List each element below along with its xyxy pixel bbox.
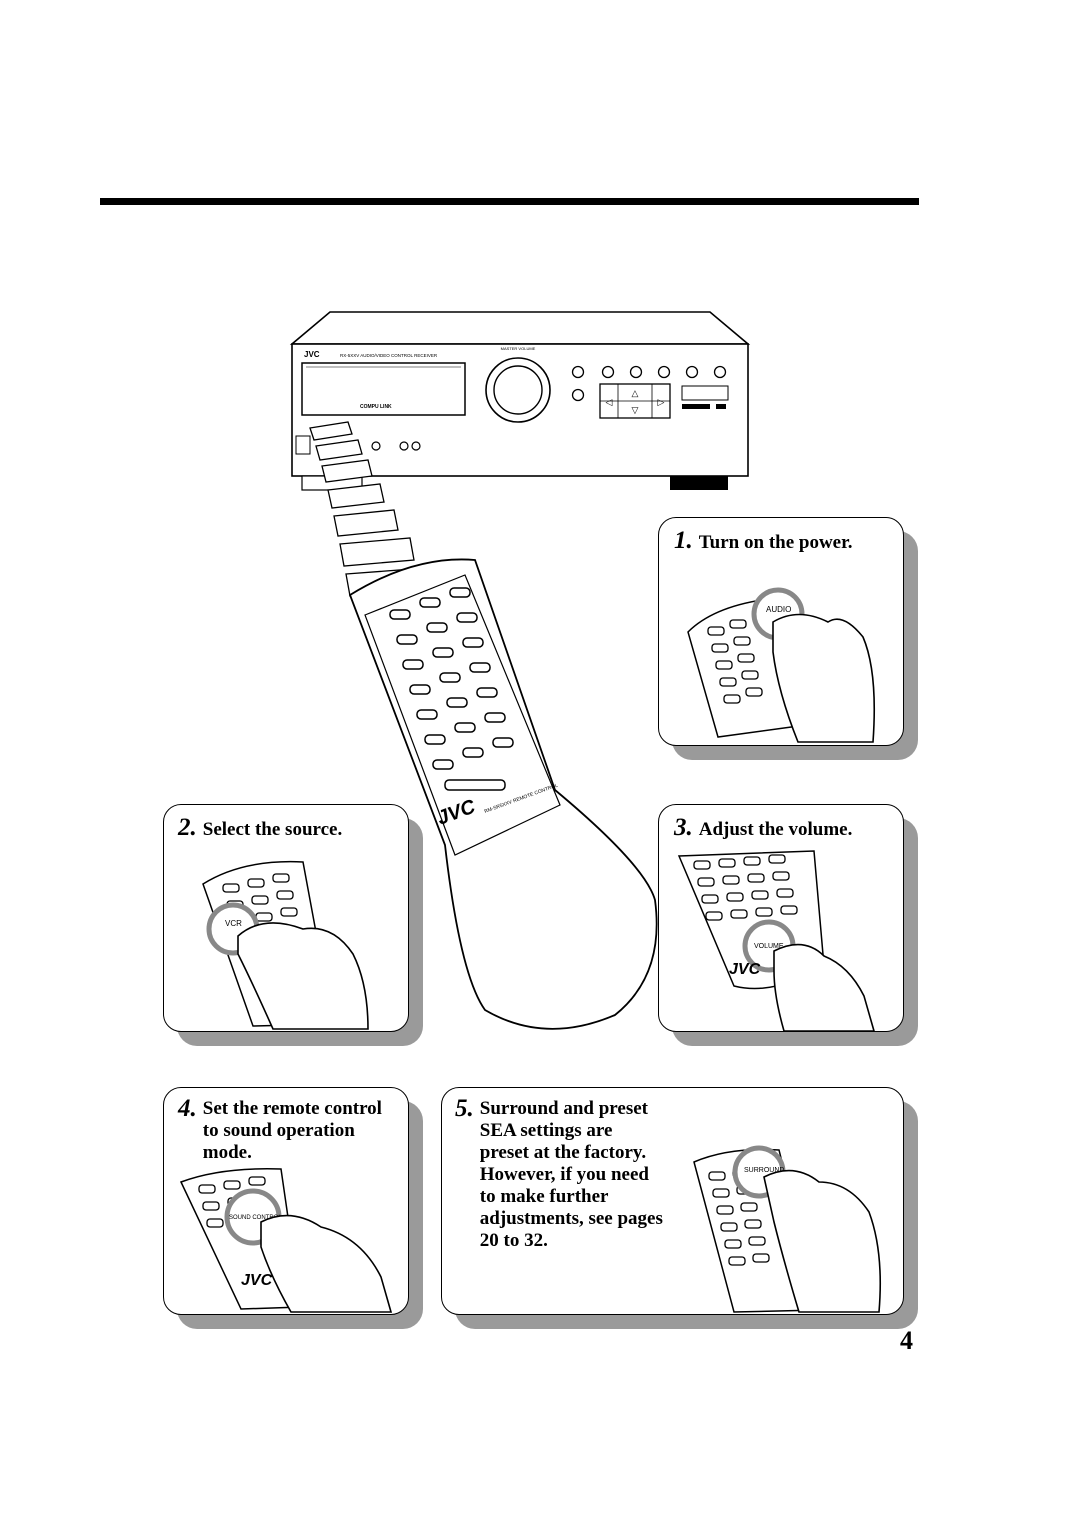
step-3-remote-brand: JVC bbox=[729, 961, 761, 978]
svg-text:◁: ◁ bbox=[606, 397, 613, 407]
step-4-remote-brand: JVC bbox=[241, 1272, 273, 1289]
step-4-number: 4. bbox=[178, 1095, 197, 1122]
step-4-text: Set the remote control to sound operatio… bbox=[202, 1098, 382, 1163]
step-2-number: 2. bbox=[178, 814, 197, 841]
hand-pressing-volume-illustration: VOLUME JVC bbox=[677, 850, 876, 1032]
step-2-panel: 2.Select the source. VCR bbox=[163, 804, 423, 1046]
step-1-text: Turn on the power. bbox=[698, 532, 853, 553]
step-2-text: Select the source. bbox=[202, 819, 343, 840]
header-rule bbox=[100, 198, 919, 205]
callout-volume: VOLUME bbox=[754, 943, 784, 950]
step-3-panel: 3.Adjust the volume. VOLUME JVC bbox=[658, 804, 918, 1046]
hand-pressing-audio-illustration: AUDIO bbox=[687, 587, 876, 743]
step-1-panel: 1.Turn on the power. AUDIO bbox=[658, 517, 918, 760]
svg-text:▷: ▷ bbox=[658, 397, 665, 407]
receiver-model: RX-5XXV AUDIO/VIDEO CONTROL RECEIVER bbox=[340, 353, 438, 358]
step-3-text: Adjust the volume. bbox=[698, 819, 853, 840]
remote-control-illustration: JVC RM-SR5XXV REMOTE CONTROL bbox=[348, 558, 658, 1030]
receiver-compulink: COMPU LINK bbox=[360, 404, 392, 410]
step-5-number: 5. bbox=[455, 1095, 474, 1122]
callout-audio: AUDIO bbox=[766, 605, 791, 614]
hand-pressing-vcr-illustration: VCR bbox=[202, 860, 369, 1030]
svg-text:▽: ▽ bbox=[632, 405, 639, 415]
step-5-text: Surround and preset SEA settings are pre… bbox=[479, 1098, 663, 1251]
page-number: 4 bbox=[900, 1326, 913, 1355]
callout-surround: SURROUND bbox=[744, 1167, 784, 1174]
callout-vcr: VCR bbox=[225, 919, 242, 928]
svg-text:△: △ bbox=[632, 388, 639, 398]
ir-signal-beam bbox=[309, 421, 431, 597]
receiver-illustration: △ ▽ ◁ ▷ JVC RX-5XXV AUDIO/VIDEO CONTROL … bbox=[289, 311, 751, 491]
step-3-number: 3. bbox=[674, 814, 693, 841]
callout-sound-control: SOUND CONTROL bbox=[229, 1215, 282, 1221]
hand-pressing-sound-control-illustration: SOUND CONTROL JVC bbox=[179, 1168, 393, 1313]
receiver-volume-label: MASTER VOLUME bbox=[501, 346, 536, 351]
step-1-number: 1. bbox=[674, 527, 693, 554]
step-4-panel: 4.Set the remote control to sound operat… bbox=[163, 1087, 423, 1329]
step-5-panel: 5.Surround and preset SEA settings are p… bbox=[441, 1087, 918, 1329]
receiver-brand: JVC bbox=[304, 350, 320, 359]
hand-pressing-surround-illustration: SURROUND bbox=[693, 1145, 882, 1313]
